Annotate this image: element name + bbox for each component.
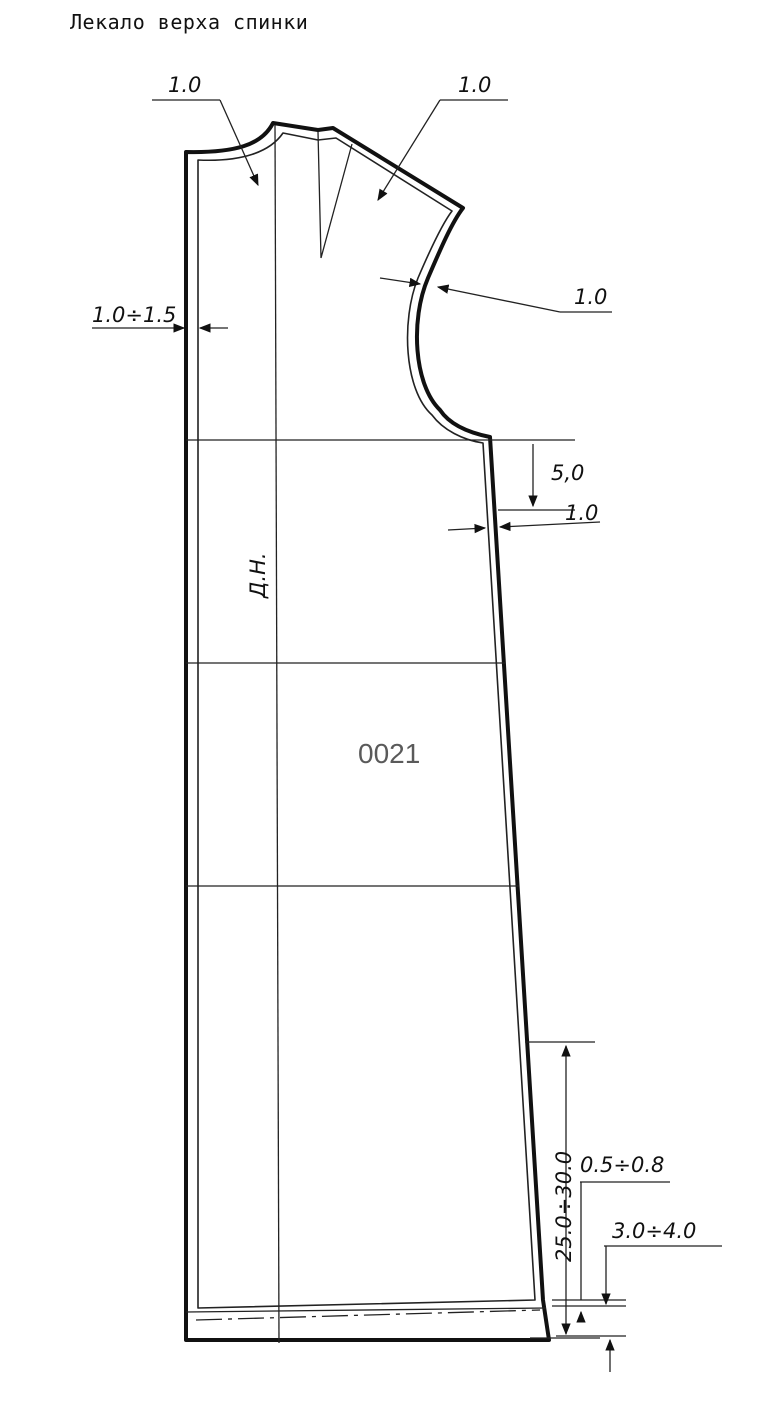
hem-edge [185,1307,547,1313]
pattern-code: 0021 [358,738,420,769]
armhole-seam-label: 1.0 [574,285,607,309]
side-seam-dimension: 1.0 [447,501,601,534]
grain-line-label: Д.Н. [246,552,270,599]
hem-seam-dimension: 0.5÷0.8 [576,1153,670,1323]
side-drop-label: 5,0 [551,461,584,485]
slit-length-label: 25.0÷30.0 [552,1151,576,1262]
center-back-seam-dimension: 1.0÷1.5 [92,303,228,333]
center-back-seam-label: 1.0÷1.5 [92,303,176,327]
slit-length-dimension: 25.0÷30.0 [525,1041,600,1339]
stitch-line [197,132,536,1309]
dart [317,131,353,259]
pattern-outline [184,121,551,1342]
neck-seam-dimension: 1.0 [152,73,259,187]
side-drop-dimension: 5,0 [498,444,584,511]
hem-line-dashed [195,1309,541,1321]
armhole-seam-dimension: 1.0 [379,277,612,313]
hem-allowance-label: 3.0÷4.0 [612,1219,696,1243]
neck-seam-label: 1.0 [168,73,201,97]
shoulder-seam-dimension: 1.0 [377,73,508,201]
hem-allowance-dimension: 3.0÷4.0 [552,1219,722,1372]
page-title: Лекало верха спинки [70,10,309,34]
grain-line [274,124,280,1344]
side-seam-label: 1.0 [565,501,598,525]
shoulder-seam-label: 1.0 [458,73,491,97]
hem-seam-label: 0.5÷0.8 [580,1153,664,1177]
